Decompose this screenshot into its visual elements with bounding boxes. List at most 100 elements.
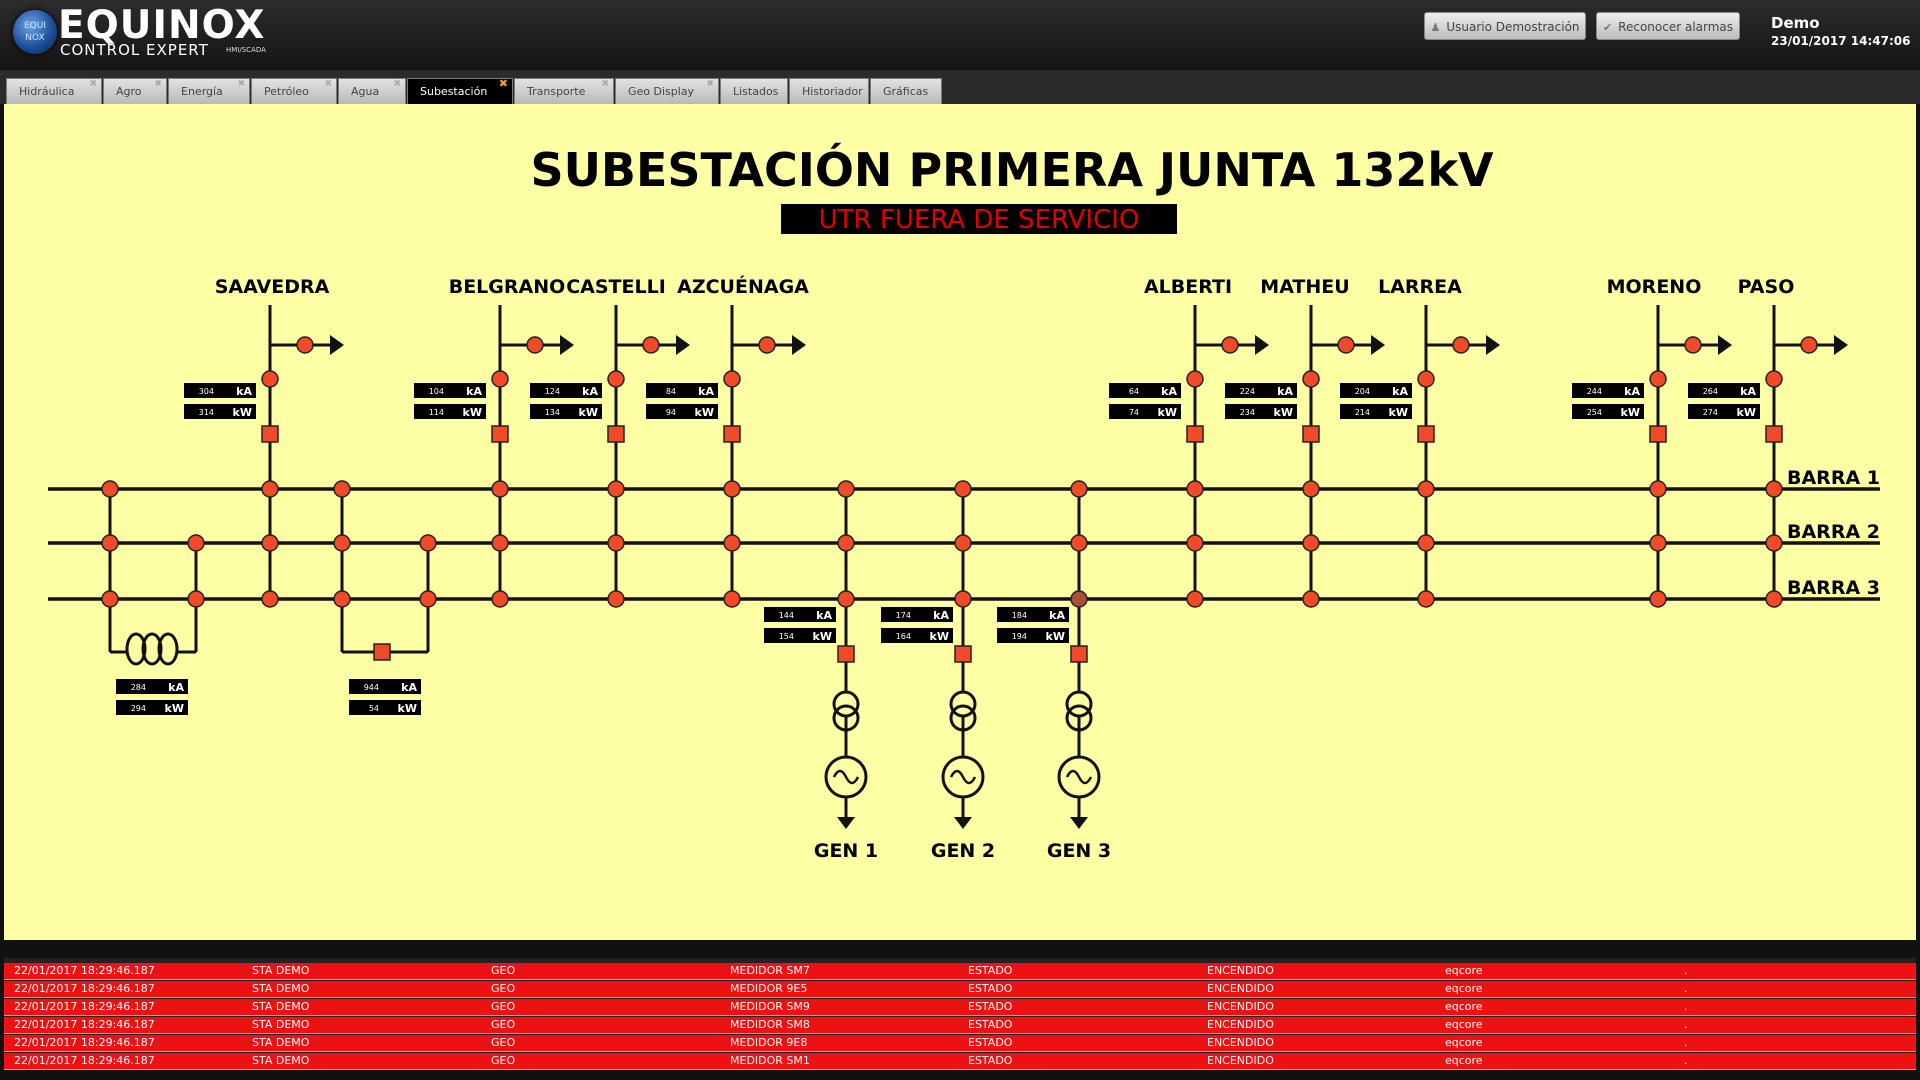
- busbar-1-disconnector[interactable]: [607, 480, 625, 498]
- tab-agua[interactable]: Agua✖: [338, 78, 406, 104]
- feeder-disconnector[interactable]: [1649, 370, 1667, 388]
- feeder-line-disconnector[interactable]: [758, 336, 776, 354]
- busbar-3-disconnector[interactable]: [491, 590, 509, 608]
- feeder-breaker[interactable]: [261, 425, 279, 443]
- coupler-disconnector[interactable]: [333, 534, 351, 552]
- feeder-line-disconnector[interactable]: [1684, 336, 1702, 354]
- coupler-disconnector[interactable]: [333, 590, 351, 608]
- coupler-disconnector[interactable]: [333, 480, 351, 498]
- tab-geo-display[interactable]: Geo Display✖: [615, 78, 719, 104]
- generator-breaker[interactable]: [1070, 645, 1088, 663]
- generator-breaker[interactable]: [954, 645, 972, 663]
- coupler-disconnector[interactable]: [101, 534, 119, 552]
- busbar-1-disconnector[interactable]: [1765, 480, 1783, 498]
- feeder-disconnector[interactable]: [1417, 370, 1435, 388]
- acknowledge-alarms-button[interactable]: ✔Reconocer alarmas: [1596, 12, 1740, 40]
- feeder-line-disconnector[interactable]: [526, 336, 544, 354]
- busbar-2-disconnector[interactable]: [954, 534, 972, 552]
- close-icon[interactable]: ✖: [324, 79, 332, 89]
- busbar-3-disconnector[interactable]: [837, 590, 855, 608]
- busbar-3-disconnector[interactable]: [607, 590, 625, 608]
- feeder-disconnector[interactable]: [1186, 370, 1204, 388]
- busbar-1-disconnector[interactable]: [1186, 480, 1204, 498]
- coupler-disconnector[interactable]: [187, 534, 205, 552]
- close-icon[interactable]: ✖: [601, 79, 609, 89]
- busbar-2-disconnector[interactable]: [1186, 534, 1204, 552]
- busbar-2-disconnector[interactable]: [1417, 534, 1435, 552]
- tab-graficas[interactable]: Gráficas: [870, 78, 942, 104]
- feeder-breaker[interactable]: [491, 425, 509, 443]
- tab-listados[interactable]: Listados: [720, 78, 788, 104]
- busbar-1-disconnector[interactable]: [261, 480, 279, 498]
- coupler-disconnector[interactable]: [419, 590, 437, 608]
- busbar-3-disconnector[interactable]: [1417, 590, 1435, 608]
- feeder-disconnector[interactable]: [1765, 370, 1783, 388]
- busbar-3-disconnector[interactable]: [723, 590, 741, 608]
- feeder-breaker[interactable]: [723, 425, 741, 443]
- feeder-line-disconnector[interactable]: [1337, 336, 1355, 354]
- busbar-3-disconnector-highlighted[interactable]: [1070, 590, 1088, 608]
- close-icon[interactable]: ✖: [393, 79, 401, 89]
- feeder-line-disconnector[interactable]: [1452, 336, 1470, 354]
- busbar-3-disconnector[interactable]: [1649, 590, 1667, 608]
- close-icon[interactable]: ✖: [498, 77, 508, 90]
- feeder-line-disconnector[interactable]: [1800, 336, 1818, 354]
- busbar-1-disconnector[interactable]: [1417, 480, 1435, 498]
- feeder-disconnector[interactable]: [607, 370, 625, 388]
- busbar-1-disconnector[interactable]: [723, 480, 741, 498]
- busbar-2-disconnector[interactable]: [1649, 534, 1667, 552]
- coupler-disconnector[interactable]: [419, 534, 437, 552]
- feeder-disconnector[interactable]: [723, 370, 741, 388]
- feeder-disconnector[interactable]: [1302, 370, 1320, 388]
- coupler-breaker[interactable]: [373, 643, 391, 661]
- busbar-1-disconnector[interactable]: [837, 480, 855, 498]
- close-icon[interactable]: ✖: [706, 79, 714, 89]
- busbar-2-disconnector[interactable]: [607, 534, 625, 552]
- busbar-1-disconnector[interactable]: [954, 480, 972, 498]
- feeder-disconnector[interactable]: [491, 370, 509, 388]
- close-icon[interactable]: ✖: [89, 79, 97, 89]
- feeder-breaker[interactable]: [1417, 425, 1435, 443]
- tab-energia[interactable]: Energía✖: [168, 78, 250, 104]
- busbar-3-disconnector[interactable]: [261, 590, 279, 608]
- busbar-3-disconnector[interactable]: [1302, 590, 1320, 608]
- busbar-2-disconnector[interactable]: [723, 534, 741, 552]
- busbar-3-disconnector[interactable]: [1186, 590, 1204, 608]
- feeder-breaker[interactable]: [1649, 425, 1667, 443]
- feeder-breaker[interactable]: [607, 425, 625, 443]
- close-icon[interactable]: ✖: [154, 79, 162, 89]
- tab-agro[interactable]: Agro✖: [103, 78, 167, 104]
- coupler-disconnector[interactable]: [101, 480, 119, 498]
- busbar-2-disconnector[interactable]: [261, 534, 279, 552]
- busbar-3-disconnector[interactable]: [954, 590, 972, 608]
- close-icon[interactable]: ✖: [237, 79, 245, 89]
- feeder-breaker[interactable]: [1302, 425, 1320, 443]
- busbar-2-disconnector[interactable]: [837, 534, 855, 552]
- busbar-1-disconnector[interactable]: [491, 480, 509, 498]
- user-button[interactable]: ♟Usuario Demostración: [1424, 12, 1586, 40]
- tab-transporte[interactable]: Transporte✖: [514, 78, 614, 104]
- busbar-1-disconnector[interactable]: [1070, 480, 1088, 498]
- tab-subestacion[interactable]: Subestación✖: [407, 77, 513, 104]
- feeder-breaker[interactable]: [1765, 425, 1783, 443]
- feeder-line-disconnector[interactable]: [296, 336, 314, 354]
- busbar-3-disconnector[interactable]: [1765, 590, 1783, 608]
- feeder-line-disconnector[interactable]: [642, 336, 660, 354]
- feeder-disconnector[interactable]: [261, 370, 279, 388]
- busbar-2-disconnector[interactable]: [1765, 534, 1783, 552]
- busbar-2-disconnector[interactable]: [1070, 534, 1088, 552]
- feeder-line-disconnector[interactable]: [1221, 336, 1239, 354]
- busbar-1-disconnector[interactable]: [1649, 480, 1667, 498]
- coupler-disconnector[interactable]: [187, 590, 205, 608]
- coupler-disconnector[interactable]: [101, 590, 119, 608]
- busbar-1-disconnector[interactable]: [1302, 480, 1320, 498]
- busbar-2-disconnector[interactable]: [1302, 534, 1320, 552]
- tab-petroleo[interactable]: Petróleo✖: [251, 78, 337, 104]
- tab-historiador[interactable]: Historiador: [789, 78, 869, 104]
